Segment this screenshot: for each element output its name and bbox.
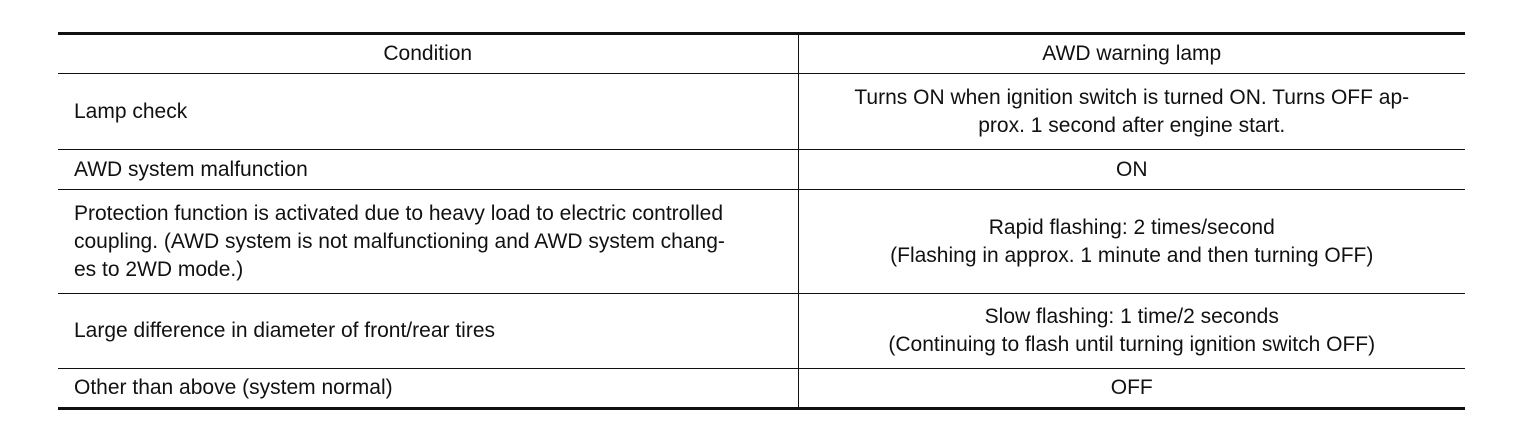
condition-cell: Large difference in diameter of front/re… — [58, 293, 799, 369]
lamp-cell: ON — [798, 150, 1465, 190]
lamp-text: OFF — [1110, 376, 1153, 399]
lamp-text: Slow flashing: 1 time/2 seconds — [984, 305, 1279, 328]
lamp-cell: Slow flashing: 1 time/2 seconds (Continu… — [798, 294, 1465, 369]
condition-text: coupling. (AWD system is not malfunction… — [74, 229, 725, 253]
header-condition: Condition — [58, 33, 799, 74]
condition-text: AWD system malfunction — [74, 157, 308, 181]
awd-warning-lamp-table: Condition AWD warning lamp Lamp check Tu… — [58, 32, 1465, 410]
awd-warning-lamp-table-container: Condition AWD warning lamp Lamp check Tu… — [58, 32, 1465, 410]
lamp-text: Rapid flashing: 2 times/second — [988, 215, 1275, 239]
table-row: AWD system malfunction ON — [58, 149, 1465, 190]
table-row: Protection function is activated due to … — [58, 189, 1465, 294]
condition-text: es to 2WD mode.) — [74, 257, 244, 281]
lamp-text: ON — [1116, 157, 1148, 181]
condition-text: Large difference in diameter of front/re… — [74, 319, 495, 342]
condition-text: Other than above (system normal) — [74, 376, 393, 399]
table-row: Large difference in diameter of front/re… — [58, 293, 1465, 369]
lamp-cell: OFF — [798, 369, 1465, 409]
condition-text: Protection function is activated due to … — [74, 201, 724, 225]
header-awd-warning-lamp: AWD warning lamp — [1042, 42, 1222, 65]
condition-text: Lamp check — [74, 99, 188, 123]
lamp-text: Turns ON when ignition switch is turned … — [854, 85, 1410, 109]
lamp-cell: Rapid flashing: 2 times/second (Flashing… — [798, 190, 1465, 294]
condition-cell: Protection function is activated due to … — [58, 189, 799, 294]
condition-cell: Lamp check — [58, 73, 799, 150]
table-header-row: Condition AWD warning lamp — [58, 33, 1465, 74]
table-row: Other than above (system normal) OFF — [58, 368, 1465, 409]
lamp-cell: Turns ON when ignition switch is turned … — [798, 74, 1465, 150]
lamp-text: (Flashing in approx. 1 minute and then t… — [890, 243, 1374, 267]
condition-cell: AWD system malfunction — [58, 149, 799, 190]
lamp-text: (Continuing to flash until turning ignit… — [888, 333, 1376, 356]
table-row: Lamp check Turns ON when ignition switch… — [58, 73, 1465, 150]
lamp-text: prox. 1 second after engine start. — [978, 113, 1286, 137]
condition-cell: Other than above (system normal) — [58, 368, 799, 409]
